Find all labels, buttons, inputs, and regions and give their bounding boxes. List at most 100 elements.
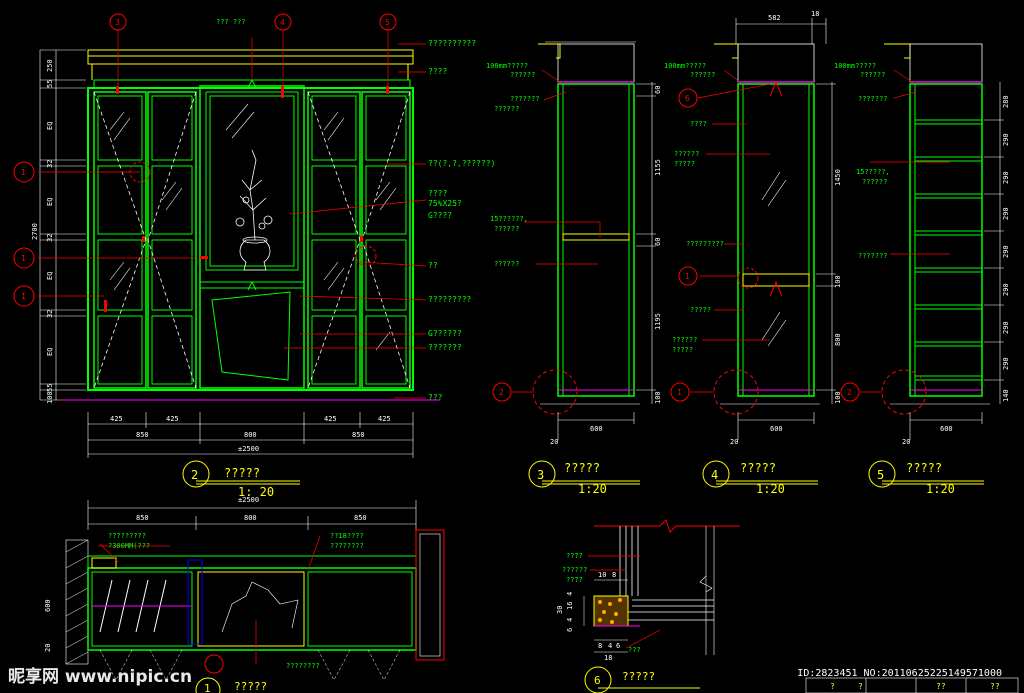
note-3: ??(?,?,??????) <box>428 159 495 168</box>
s3-dim-b2: 600 <box>590 425 603 433</box>
plan-note-4: ???????? <box>330 542 364 550</box>
dim-bottom-2: 425 <box>166 415 179 423</box>
dim-bottom-7: 850 <box>352 431 365 439</box>
footer-table <box>805 677 1019 693</box>
note-7: ?? <box>428 261 438 270</box>
callout-1a: 1 <box>21 168 26 177</box>
s4-note-6: ????????? <box>686 240 724 248</box>
dim-left-5: EQ <box>46 198 54 206</box>
plan-dim-3: 850 <box>354 514 367 522</box>
footer-cell-4: ?? <box>990 682 1000 691</box>
d6-title-num: 6 <box>594 674 601 687</box>
s4-note-3: ???? <box>690 120 707 128</box>
s5-note-2: ?????? <box>860 71 885 79</box>
s4-title-num: 4 <box>711 468 718 482</box>
s3-dim-b1: 20 <box>550 438 558 446</box>
callout-1c: 1 <box>21 292 26 301</box>
s4-top-dim-2: 18 <box>811 10 819 18</box>
plan-dim-2: 800 <box>244 514 257 522</box>
dim-left-6: 32 <box>46 234 54 242</box>
plan-note-3: ??18???? <box>330 532 364 540</box>
d6-dim-3: 30 <box>556 606 564 614</box>
d6-dim-6: 4 <box>566 618 574 622</box>
d6-dim-8: 8 <box>598 642 602 650</box>
s5-title-text: ????? <box>906 461 942 475</box>
d6-note-2: ?????? <box>562 566 587 574</box>
callout-1b: 1 <box>21 254 26 263</box>
dim-left-11: 100 <box>46 391 54 404</box>
overall-width: ±2500 <box>238 445 259 453</box>
d6-note-1: ???? <box>566 552 583 560</box>
dim-left-7: EQ <box>46 272 54 280</box>
s4-note-5: ????? <box>674 160 695 168</box>
s5-dim-6: 290 <box>1002 283 1010 296</box>
s3-dim-2: 1155 <box>654 159 662 176</box>
plan-overall-width: ±2500 <box>238 496 259 504</box>
note-6: G???? <box>428 211 452 220</box>
s3-dim-3: 60 <box>654 238 662 246</box>
dim-bottom-4: 425 <box>378 415 391 423</box>
d6-dim-4: 16 <box>566 602 574 610</box>
s4-note-4: ?????? <box>674 150 699 158</box>
s4-top-dim-1: 582 <box>768 14 781 22</box>
front-elevation <box>13 13 440 488</box>
plan-view <box>65 500 445 693</box>
plan-dim-left-1: 600 <box>44 599 52 612</box>
plan-note-2: ?300MM(??? <box>108 542 150 550</box>
s4-note-1: 100mm????? <box>664 62 706 70</box>
dim-left-2: 55 <box>46 80 54 88</box>
s3-callout: 2 <box>499 388 504 397</box>
s4-dim-1: 1450 <box>834 169 842 186</box>
s5-note-5: ?????? <box>862 178 887 186</box>
s3-dim-1: 60 <box>654 86 662 94</box>
d6-dim-1: 10 <box>598 571 606 579</box>
s3-dim-5: 100 <box>654 391 662 404</box>
dim-bottom-5: 850 <box>136 431 149 439</box>
s5-dim-b1: 20 <box>902 438 910 446</box>
s4-callout-6: 6 <box>685 94 690 103</box>
s3-note-1: 100mm????? <box>486 62 528 70</box>
d6-dim-5: 4 <box>566 592 574 596</box>
s5-dim-4: 290 <box>1002 207 1010 220</box>
note-5: 75%X25? <box>428 199 462 208</box>
s5-dim-7: 290 <box>1002 321 1010 334</box>
dim-bottom-6: 800 <box>244 431 257 439</box>
s5-dim-3: 290 <box>1002 171 1010 184</box>
d6-note-3: ???? <box>566 576 583 584</box>
vase-drawing <box>235 149 273 271</box>
s4-dim-b1: 20 <box>730 438 738 446</box>
s3-note-7: ?????? <box>494 260 519 268</box>
s4-note-7: ????? <box>690 306 711 314</box>
dim-left-8: 32 <box>46 310 54 318</box>
detail-6 <box>583 519 740 693</box>
s3-scale: 1:20 <box>578 482 607 496</box>
s5-dim-1: 280 <box>1002 95 1010 108</box>
dim-left-1: 250 <box>46 59 54 72</box>
image-id: ID:2823451 NO:20110625225149571000 <box>797 668 1002 679</box>
note-2: ???? <box>428 67 447 76</box>
s3-note-6: ?????? <box>494 225 519 233</box>
s5-note-4: 15?????, <box>856 168 890 176</box>
callout-4: 4 <box>280 18 285 27</box>
elev-title-text: ????? <box>224 466 260 480</box>
label-top-mid: ??? ??? <box>216 18 246 26</box>
footer-cell-3: ?? <box>936 682 946 691</box>
dim-left-9: EQ <box>46 348 54 356</box>
s3-dim-4: 1195 <box>654 313 662 330</box>
s5-callout: 2 <box>847 388 852 397</box>
d6-title-text: ????? <box>622 670 655 683</box>
d6-dim-2: 8 <box>612 571 616 579</box>
plan-dim-left-2: 20 <box>44 644 52 652</box>
note-8: ????????? <box>428 295 472 304</box>
s4-title-text: ????? <box>740 461 776 475</box>
s4-note-8: ?????? <box>672 336 697 344</box>
d6-dim-7: 6 <box>566 628 574 632</box>
callout-3: 3 <box>115 18 120 27</box>
d6-dim-11: 18 <box>604 654 612 662</box>
dim-bottom-3: 425 <box>324 415 337 423</box>
elev-scale: 1: 20 <box>238 485 274 499</box>
section-3 <box>492 41 656 488</box>
s3-note-4: ?????? <box>494 105 519 113</box>
plan-dim-1: 850 <box>136 514 149 522</box>
s3-note-3: ??????? <box>510 95 540 103</box>
